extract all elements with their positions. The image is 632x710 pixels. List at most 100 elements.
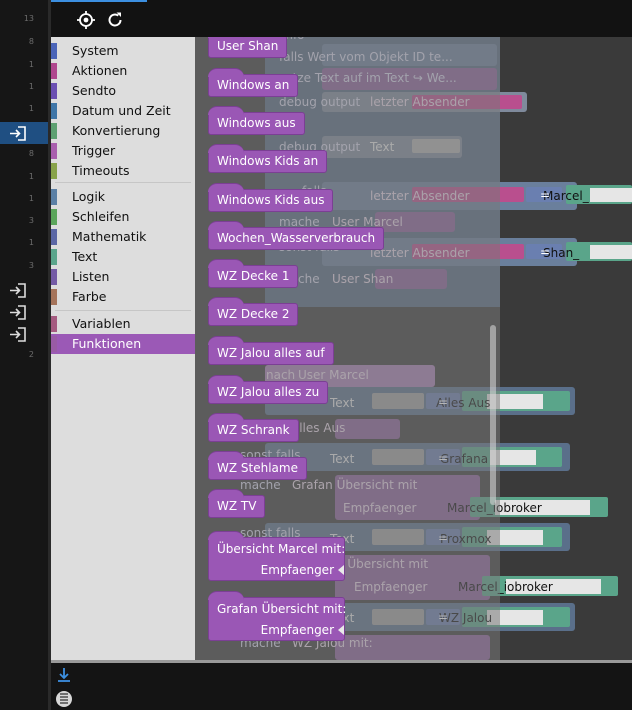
category-separator [55,310,191,311]
function-name-label: Grafan Übersicht mit: [217,602,347,616]
category-color-bar [51,123,57,139]
toolbox-category-schleifen[interactable]: Schleifen [51,207,195,227]
workspace-bottom-border [51,660,632,663]
function-arg-label: Empfaenger [260,623,334,637]
compare-operator: = [540,188,550,202]
gutter-count: 3 [28,261,34,270]
category-color-bar [51,163,57,179]
gutter-divider [48,0,51,710]
toolbox-category-logik[interactable]: Logik [51,187,195,207]
function-block[interactable]: WZ Decke 2 [208,297,299,326]
category-color-bar [51,143,57,159]
toolbox-category-konvertierung[interactable]: Konvertierung [51,121,195,141]
category-label: Variablen [72,316,131,331]
gutter-count: 8 [28,149,34,158]
category-label: Trigger [72,143,116,158]
function-block[interactable]: User Shan [208,37,288,58]
category-separator [55,182,191,183]
gutter-count: 1 [28,60,34,69]
compare-operator: = [540,245,550,259]
import-icon[interactable] [9,126,27,141]
gutter-count: 1 [28,172,34,181]
toolbox-category-farbe[interactable]: Farbe [51,287,195,307]
category-color-bar [51,63,57,79]
category-color-bar [51,269,57,285]
category-color-bar [51,103,57,119]
active-tab-indicator [51,0,147,2]
toolbox-category-timeouts[interactable]: Timeouts [51,161,195,181]
locate-icon[interactable] [77,11,95,29]
function-block-with-args[interactable]: Grafan Übersicht mit: Empfaenger [208,591,347,641]
function-block[interactable]: Windows aus [208,106,305,135]
category-label: Logik [72,189,106,204]
function-block[interactable]: Windows an [208,68,299,97]
category-label: Farbe [72,289,107,304]
category-label: Datum und Zeit [72,103,171,118]
function-block[interactable]: Wochen_Wasserverbrauch [208,221,385,250]
gutter-count: 13 [23,14,34,23]
function-name-label: Übersicht Marcel mit: [217,542,346,556]
toolbox-category-funktionen[interactable]: Funktionen [51,334,195,354]
gutter-count: 1 [28,238,34,247]
gutter-count: 2 [28,350,34,359]
toolbox-category-aktionen[interactable]: Aktionen [51,61,195,81]
toolbox-category-datum-und-zeit[interactable]: Datum und Zeit [51,101,195,121]
gutter-count: 8 [28,37,34,46]
refresh-icon[interactable] [106,11,124,29]
log-panel-bar [51,663,632,710]
workspace-block-label: Shan_ [543,246,580,260]
function-block[interactable]: WZ TV [208,489,266,518]
category-color-bar [51,209,57,225]
import-icon[interactable] [9,305,27,320]
gutter-count: 1 [28,194,34,203]
function-arg-label: Empfaenger [260,563,334,577]
import-icon[interactable] [9,327,27,342]
category-color-bar [51,43,57,59]
category-color-bar [51,83,57,99]
category-label: Timeouts [72,163,130,178]
function-block[interactable]: WZ Stehlame [208,451,307,480]
gutter-count: 3 [28,216,34,225]
category-color-bar [51,316,57,332]
toolbox-category-listen[interactable]: Listen [51,267,195,287]
toolbox-category-system[interactable]: System [51,41,195,61]
category-color-bar [51,229,57,245]
category-label: Funktionen [72,336,142,351]
function-block[interactable]: WZ Decke 1 [208,259,299,288]
function-block[interactable]: WZ Jalou alles auf [208,336,334,365]
workspace-vertical-scrollbar[interactable] [490,325,496,505]
category-label: Aktionen [72,63,128,78]
gutter-count: 1 [28,82,34,91]
function-block[interactable]: WZ Jalou alles zu [208,375,329,404]
category-color-bar [51,249,57,265]
category-label: Mathematik [72,229,147,244]
input-socket [338,625,344,635]
category-label: System [72,43,119,58]
function-block[interactable]: Windows Kids an [208,144,328,173]
function-block-with-args[interactable]: Übersicht Marcel mit: Empfaenger [208,531,346,581]
toolbox-category-text[interactable]: Text [51,247,195,267]
category-label: Text [72,249,98,264]
function-block[interactable]: WZ Schrank [208,413,299,442]
workspace-block-label: Marcel_ [543,189,590,203]
toolbox-category-trigger[interactable]: Trigger [51,141,195,161]
category-color-bar [51,189,57,205]
toolbox-category-sendto[interactable]: Sendto [51,81,195,101]
download-icon[interactable] [55,666,73,684]
category-label: Konvertierung [72,123,161,138]
category-color-bar [51,336,57,352]
import-icon[interactable] [9,283,27,298]
gutter-active-row[interactable] [0,122,48,144]
category-color-bar [51,289,57,305]
toolbox-category-mathematik[interactable]: Mathematik [51,227,195,247]
toolbox-category-variablen[interactable]: Variablen [51,314,195,334]
category-label: Schleifen [72,209,130,224]
input-socket [338,565,344,575]
function-block[interactable]: Windows Kids aus [208,183,334,212]
database-icon[interactable] [55,690,73,708]
category-label: Sendto [72,83,117,98]
